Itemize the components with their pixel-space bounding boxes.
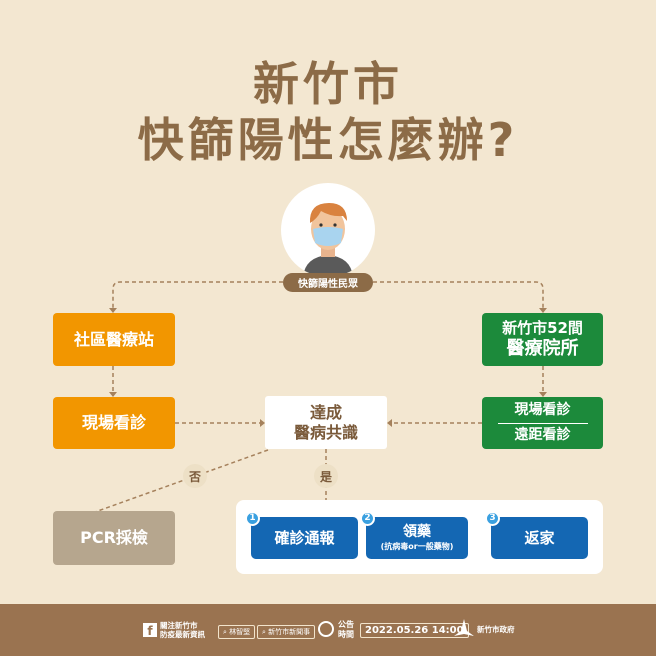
- announce-datetime: 2022.05.26 14:00: [360, 623, 469, 638]
- announce-line2: 時間: [338, 630, 354, 639]
- pcr-box: PCR採檢: [53, 511, 175, 565]
- search-tag-2[interactable]: ⌕ 新竹市新聞事: [257, 625, 316, 639]
- right-onsite: 現場看診: [514, 402, 571, 418]
- step-1-label: 確診通報: [274, 528, 335, 547]
- step-3-label: 返家: [524, 528, 555, 547]
- footer: f 關注新竹市 防疫最新資訊 ⌕ 林智堅 ⌕ 新竹市新聞事 公告 時間 2022…: [0, 604, 656, 656]
- masked-person-icon: [303, 203, 353, 277]
- search-tag-1-label: 林智堅: [229, 628, 251, 636]
- branch-yes: 是: [314, 464, 338, 488]
- step-3: 3 返家: [485, 511, 588, 559]
- step-2: 2 領藥 (抗病毒or一般藥物): [360, 511, 468, 559]
- fb-line1: 關注新竹市: [160, 621, 198, 630]
- right-visit-box: 現場看診 遠距看診: [482, 397, 603, 449]
- hospital-line1: 新竹市52間: [502, 318, 583, 337]
- title-line1: 新竹市: [253, 57, 403, 111]
- right-remote: 遠距看診: [514, 426, 571, 443]
- divider: [497, 422, 588, 424]
- connector-to-community: [112, 281, 283, 310]
- city-government-logo-icon: [454, 619, 474, 636]
- step-2-sub: (抗病毒or一般藥物): [380, 541, 454, 551]
- fb-line2: 防疫最新資訊: [160, 630, 205, 639]
- step-3-number: 3: [485, 511, 500, 526]
- consensus-line1: 達成: [309, 402, 342, 422]
- step-2-label: 領藥: [403, 524, 431, 541]
- hospital-box: 新竹市52間 醫療院所: [482, 313, 603, 366]
- step-1: 1 確診通報: [245, 511, 358, 559]
- step-1-number: 1: [245, 511, 260, 526]
- step-2-number: 2: [360, 511, 375, 526]
- announce-line1: 公告: [338, 620, 354, 629]
- consensus-box: 達成 醫病共識: [265, 396, 387, 449]
- consensus-line2: 醫病共識: [293, 422, 358, 442]
- branch-no: 否: [183, 464, 207, 488]
- community-station-box: 社區醫療站: [53, 313, 175, 366]
- connector-to-hospital: [373, 281, 544, 310]
- hospital-line2: 醫療院所: [506, 337, 579, 359]
- left-onsite-box: 現場看診: [53, 397, 175, 449]
- fb-text: 關注新竹市 防疫最新資訊: [160, 621, 205, 639]
- connector-no: [94, 449, 269, 513]
- announce-label: 公告 時間: [338, 620, 354, 640]
- clock-icon: [318, 621, 334, 637]
- gov-name: 新竹市政府: [477, 625, 515, 634]
- search-tag-1[interactable]: ⌕ 林智堅: [218, 625, 256, 639]
- start-label: 快篩陽性民眾: [283, 273, 373, 292]
- search-tag-2-label: 新竹市新聞事: [268, 628, 311, 636]
- facebook-icon: f: [143, 623, 157, 638]
- avatar: [281, 183, 375, 277]
- title-line2: 快篩陽性怎麼辦?: [137, 113, 519, 167]
